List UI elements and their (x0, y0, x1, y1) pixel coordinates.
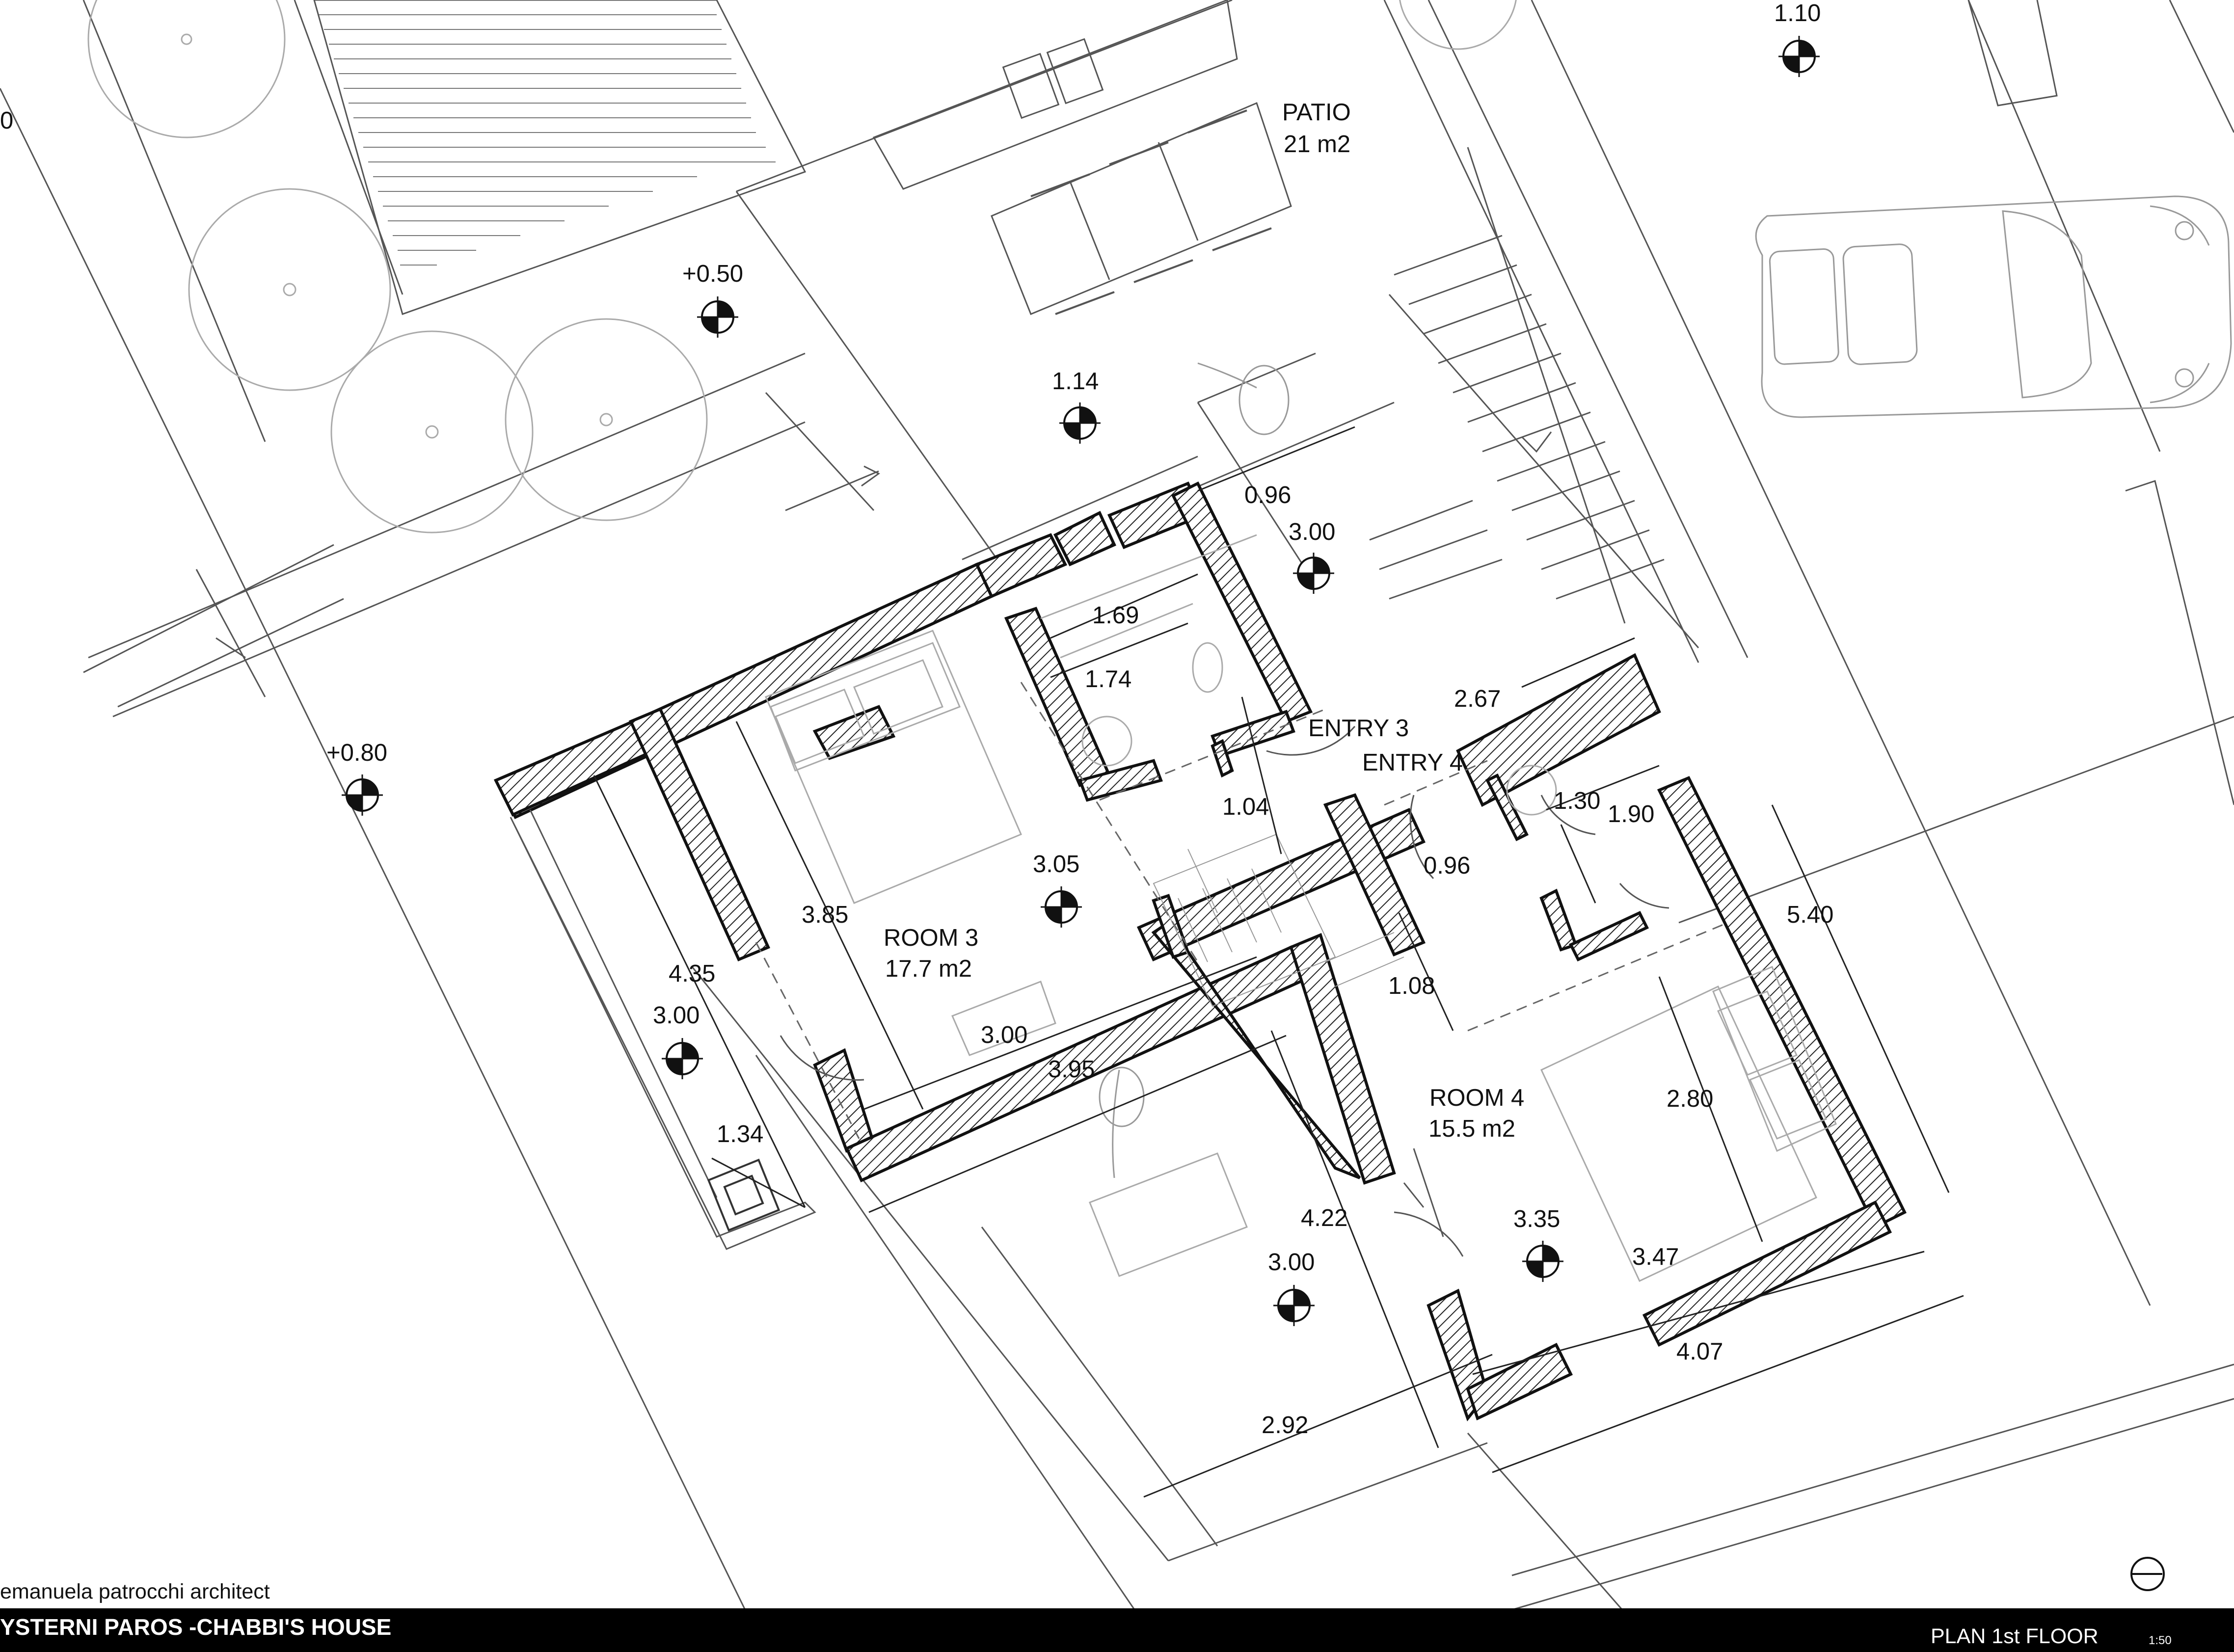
level-marker-icon (1040, 885, 1083, 929)
dimension-label: 3.00 (981, 1022, 1027, 1048)
level-label: +0.80 (326, 740, 387, 766)
level-marker-icon (1272, 1284, 1316, 1327)
level-label: 3.00 (653, 1002, 700, 1029)
dimension-label: 0.96 (1244, 482, 1291, 508)
north-arrow-icon (2130, 1557, 2165, 1591)
dimension-label: 1.30 (1554, 788, 1600, 814)
level-marker-icon (341, 773, 384, 817)
dimension-label: 1.08 (1388, 973, 1435, 999)
dimension-label: 0.96 (1424, 853, 1470, 879)
dimension-label: 5.40 (1787, 902, 1833, 928)
edge-label: 0 (0, 107, 13, 134)
entry3-label: ENTRY 3 (1308, 715, 1409, 742)
patio-furniture (872, 0, 1316, 570)
dimension-label: 3.85 (802, 902, 848, 928)
level-marker-icon (696, 295, 739, 339)
level-label: 1.10 (1774, 0, 1821, 27)
dimension-label: 1.04 (1222, 794, 1269, 820)
dimension-label: 1.90 (1608, 801, 1654, 827)
level-label: 3.00 (1289, 519, 1335, 545)
room3-name: ROOM 3 (884, 925, 978, 951)
building-walls (493, 481, 1907, 1422)
dimension-label: 2.67 (1454, 686, 1501, 712)
sheet-scale: 1:50 (2149, 1634, 2172, 1647)
level-label: 3.35 (1513, 1206, 1560, 1232)
level-label: 1.14 (1052, 368, 1099, 395)
stair (1369, 147, 1699, 648)
person-sketch (1099, 362, 1290, 1178)
dimension-label: 1.34 (717, 1121, 763, 1147)
trees (87, 0, 1517, 533)
title-block: emanuela patrocchi architect YSTERNI PAR… (0, 1580, 2234, 1652)
dimension-label: 2.80 (1667, 1086, 1713, 1112)
level-marker-icon (1777, 35, 1821, 78)
dimension-label: 4.22 (1301, 1205, 1347, 1231)
ramp (313, 0, 807, 315)
patio-area: 21 m2 (1284, 131, 1350, 158)
dimension-label: 2.92 (1262, 1412, 1308, 1439)
dimension-label: 1.74 (1085, 666, 1131, 693)
entry4-label: ENTRY 4 (1362, 749, 1463, 776)
level-labels: 1.10 +0.50 1.14 3.00 +0.80 3.05 3.00 3.3… (326, 0, 1821, 1276)
level-marker-icon (661, 1037, 704, 1080)
car-icon (1755, 195, 2232, 418)
sheet-title: PLAN 1st FLOOR (1931, 1625, 2099, 1648)
level-marker-icon (1058, 401, 1102, 445)
room3-area: 17.7 m2 (885, 956, 972, 982)
level-marker-icon (1521, 1240, 1564, 1283)
room4-area: 15.5 m2 (1428, 1116, 1515, 1142)
dimension-lines (593, 426, 1964, 1498)
level-label: 3.05 (1033, 851, 1079, 878)
level-label: 3.00 (1268, 1249, 1315, 1276)
title-bar (0, 1608, 2234, 1652)
room4-name: ROOM 4 (1429, 1085, 1524, 1111)
interior-lines (510, 534, 1837, 1282)
level-label: +0.50 (682, 261, 743, 287)
dimension-label: 4.35 (669, 960, 715, 987)
dimension-labels: 0.96 1.69 1.74 2.67 1.04 1.30 1.90 0.96 … (669, 482, 1833, 1439)
project-title: YSTERNI PAROS -CHABBI'S HOUSE (0, 1614, 391, 1640)
dimension-label: 1.69 (1092, 602, 1139, 629)
author-credit: emanuela patrocchi architect (0, 1580, 270, 1603)
room-labels: PATIO 21 m2 ROOM 3 17.7 m2 ROOM 4 15.5 m… (884, 99, 1524, 1142)
dimension-label: 4.07 (1676, 1338, 1723, 1365)
dimension-label: 3.47 (1632, 1244, 1679, 1270)
patio-name: PATIO (1282, 99, 1351, 126)
dimension-label: 3.95 (1048, 1056, 1095, 1083)
